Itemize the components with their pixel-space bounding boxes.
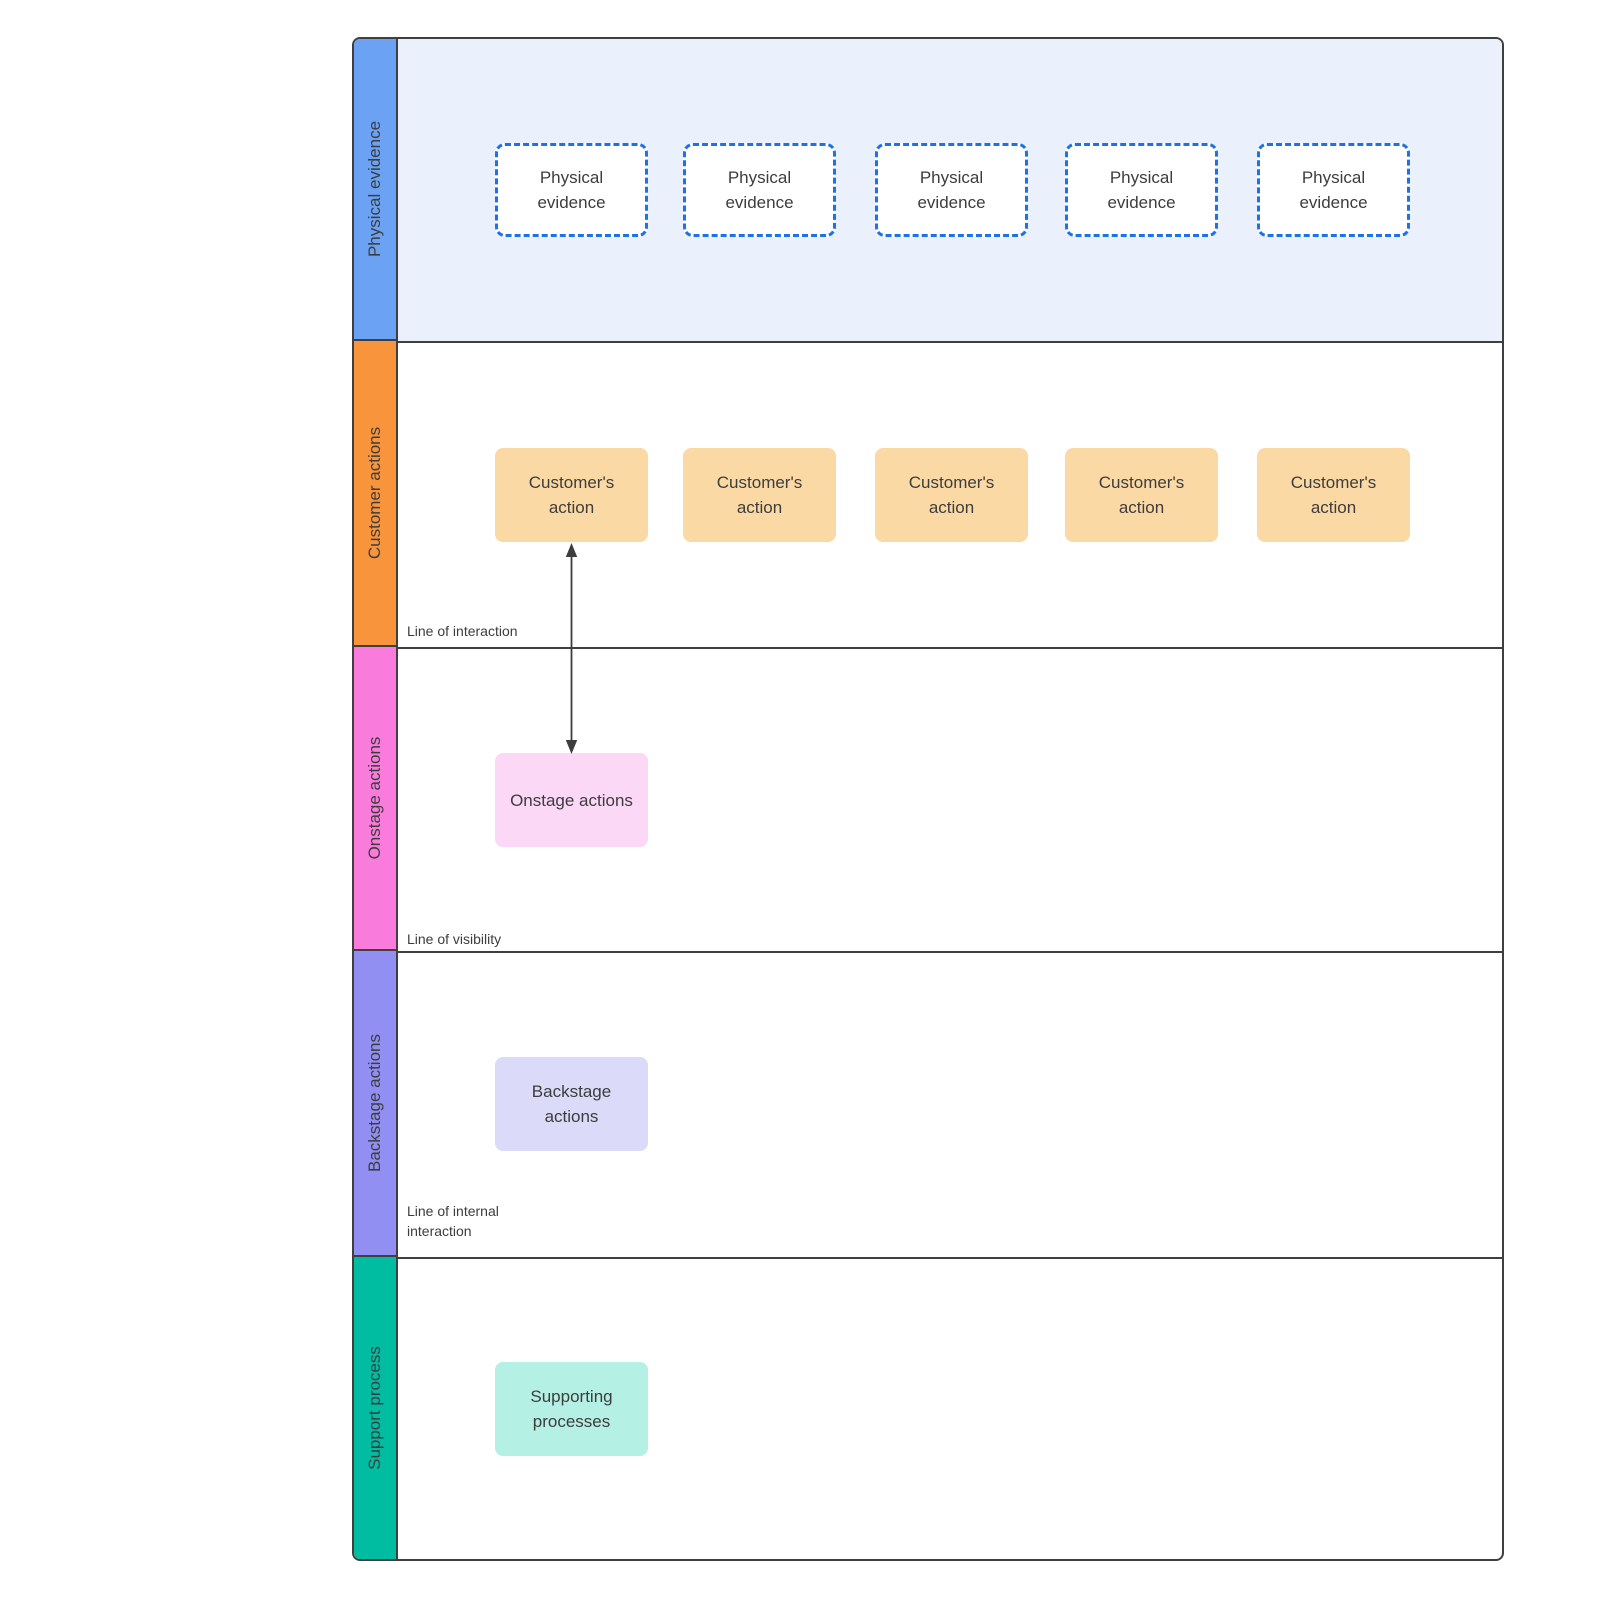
node-text: Supporting processes xyxy=(530,1387,613,1431)
physical-evidence-node-5[interactable]: Physical evidence xyxy=(1257,143,1410,237)
customer-action-node-4[interactable]: Customer's action xyxy=(1065,448,1218,542)
node-text: Customer's action xyxy=(528,473,615,517)
lane-label-support-process: Support process xyxy=(365,1346,384,1470)
supporting-processes-node[interactable]: Supporting processes xyxy=(495,1362,648,1456)
node-text: Onstage actions xyxy=(510,790,633,810)
node-text: Customer's action xyxy=(1098,473,1185,517)
line-of-internal-interaction-divider xyxy=(398,1257,1502,1259)
customer-action-node-2[interactable]: Customer's action xyxy=(683,448,836,542)
blueprint-grid: Line of interaction Line of visibility L… xyxy=(396,37,1504,1561)
onstage-actions-node[interactable]: Onstage actions xyxy=(495,753,648,847)
physical-evidence-node-1[interactable]: Physical evidence xyxy=(495,143,648,237)
lane-label-backstage-actions: Backstage actions xyxy=(365,1034,384,1172)
node-text: Customer's action xyxy=(716,473,803,517)
node-text: Physical evidence xyxy=(1299,168,1368,212)
node-text: Physical evidence xyxy=(725,168,794,212)
lane-label-physical-evidence: Physical evidence xyxy=(365,120,384,258)
physical-evidence-node-3[interactable]: Physical evidence xyxy=(875,143,1028,237)
backstage-actions-node[interactable]: Backstage actions xyxy=(495,1057,648,1151)
lane-strip-physical-evidence[interactable]: Physical evidence xyxy=(354,39,396,341)
customer-action-node-3[interactable]: Customer's action xyxy=(875,448,1028,542)
lane-strip-customer-actions[interactable]: Customer actions xyxy=(354,341,396,647)
line-of-interaction-divider xyxy=(398,647,1502,649)
line-of-visibility-divider xyxy=(398,951,1502,953)
line-of-internal-interaction-label: Line of internal interaction xyxy=(407,1203,499,1239)
node-text: Physical evidence xyxy=(537,168,606,212)
line-of-interaction-label: Line of interaction xyxy=(407,623,518,639)
physical-evidence-node-2[interactable]: Physical evidence xyxy=(683,143,836,237)
physical-evidence-divider xyxy=(398,341,1502,343)
node-text: Customer's action xyxy=(1290,473,1377,517)
lane-label-onstage-actions: Onstage actions xyxy=(365,736,384,860)
node-text: Backstage actions xyxy=(531,1082,612,1126)
node-text: Customer's action xyxy=(908,473,995,517)
lane-strip-backstage-actions[interactable]: Backstage actions xyxy=(354,951,396,1257)
lane-strip-onstage-actions[interactable]: Onstage actions xyxy=(354,647,396,951)
service-blueprint-canvas: Physical evidence Customer actions Onsta… xyxy=(352,37,1504,1561)
lane-strip-support-process[interactable]: Support process xyxy=(354,1257,396,1559)
node-text: Physical evidence xyxy=(1107,168,1176,212)
customer-action-node-1[interactable]: Customer's action xyxy=(495,448,648,542)
physical-evidence-node-4[interactable]: Physical evidence xyxy=(1065,143,1218,237)
line-of-visibility-label: Line of visibility xyxy=(407,931,502,947)
node-text: Physical evidence xyxy=(917,168,986,212)
customer-action-node-5[interactable]: Customer's action xyxy=(1257,448,1410,542)
lane-strip-column: Physical evidence Customer actions Onsta… xyxy=(352,37,398,1561)
interaction-connector-arrow[interactable] xyxy=(559,542,584,755)
lane-label-customer-actions: Customer actions xyxy=(365,426,384,560)
